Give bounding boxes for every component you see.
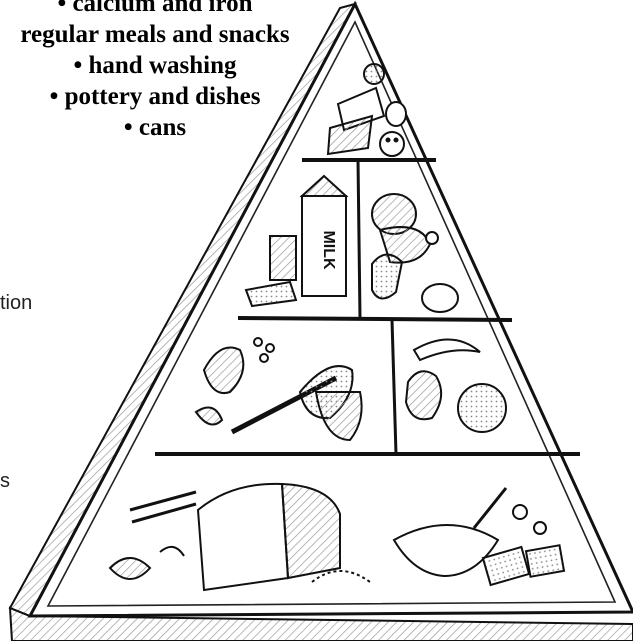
tier-divider-middle <box>238 318 512 320</box>
tier-divider-vertical-upper <box>358 160 360 318</box>
milk-carton-label: MILK <box>320 230 337 270</box>
